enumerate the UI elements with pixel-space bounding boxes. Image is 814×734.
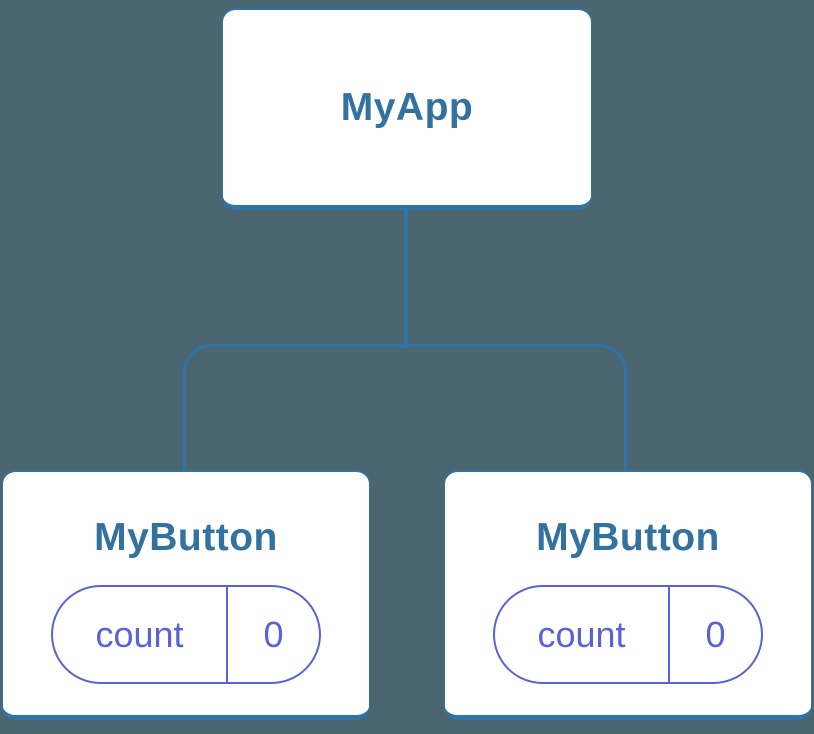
root-node-label: MyApp xyxy=(340,86,474,129)
state-name-cell: count xyxy=(495,587,668,682)
child-right-node-label: MyButton xyxy=(536,516,720,559)
state-value-cell: 0 xyxy=(226,587,319,682)
component-node-child-left: MyButton count 0 xyxy=(2,470,370,720)
state-pill-left: count 0 xyxy=(51,585,321,684)
state-value-label: 0 xyxy=(263,613,284,655)
state-pill-right: count 0 xyxy=(493,585,763,684)
state-name-label: count xyxy=(537,613,626,655)
state-value-cell: 0 xyxy=(668,587,761,682)
children-bracket-connector xyxy=(183,344,627,470)
state-name-cell: count xyxy=(53,587,226,682)
state-value-label: 0 xyxy=(705,613,726,655)
component-node-root: MyApp xyxy=(222,8,592,210)
root-connector-line xyxy=(404,210,408,348)
child-left-node-label: MyButton xyxy=(94,516,278,559)
state-name-label: count xyxy=(95,613,184,655)
component-node-child-right: MyButton count 0 xyxy=(444,470,812,720)
